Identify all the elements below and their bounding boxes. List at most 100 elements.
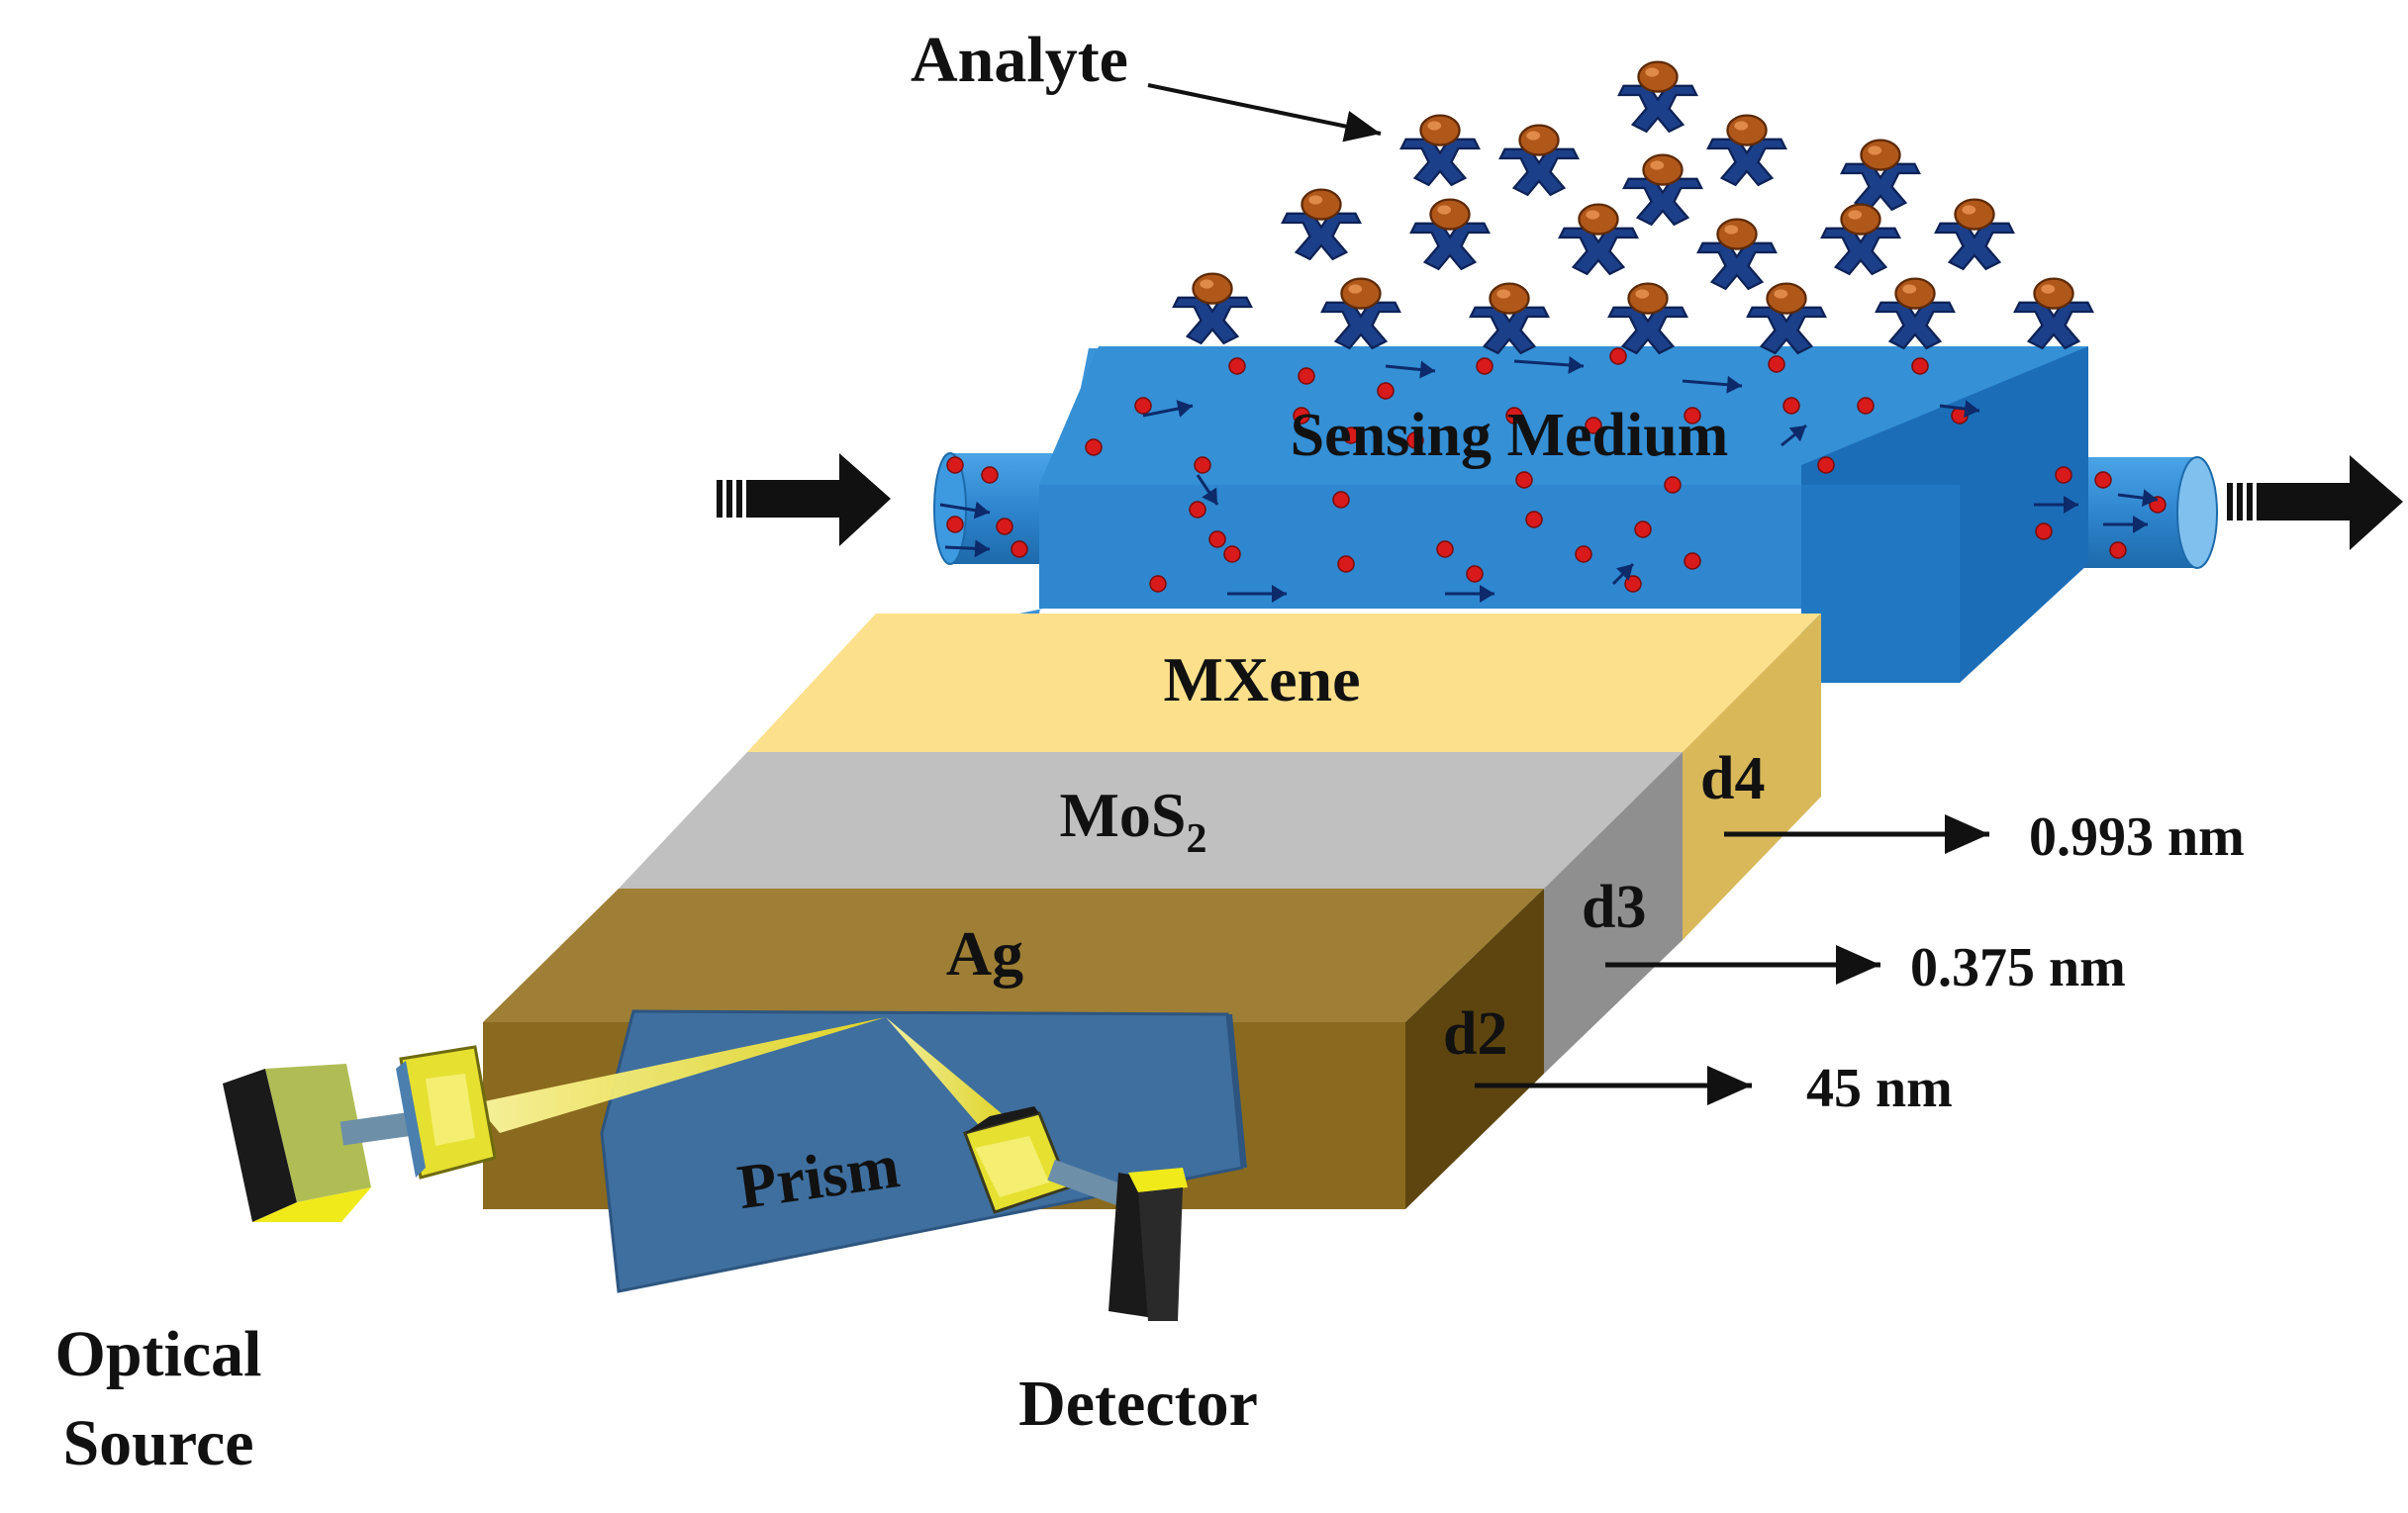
- mxene-layer: MXene: [747, 614, 1821, 940]
- particle: [1085, 438, 1103, 456]
- flow-arrow: [1385, 360, 1436, 379]
- analyte-pointer: [1147, 83, 1382, 142]
- particle: [1342, 426, 1360, 444]
- analyte-molecule: [1875, 277, 1956, 349]
- particle: [1634, 520, 1652, 538]
- particle: [1208, 530, 1226, 548]
- flow-arrow: [1142, 400, 1194, 418]
- particle: [1575, 545, 1592, 563]
- flow-arrow: [1196, 474, 1219, 506]
- analyte-molecule: [1706, 114, 1787, 186]
- particle: [996, 518, 1013, 535]
- particle: [1337, 555, 1355, 573]
- analyte-molecule: [1172, 272, 1253, 344]
- analyte-molecule: [1746, 282, 1827, 354]
- flow-arrow: [1611, 562, 1635, 586]
- particle: [1684, 552, 1701, 570]
- analyte-molecule: [1840, 139, 1921, 211]
- particle: [1476, 357, 1493, 375]
- d3-label: d3: [1582, 874, 1646, 941]
- d3-value: 0.375 nm: [1910, 937, 2126, 998]
- analyte-molecules: [1172, 60, 2094, 354]
- reflected-beam: [886, 1017, 1010, 1138]
- flow-arrow: [1682, 375, 1743, 394]
- analyte-molecule: [2013, 277, 2094, 349]
- particle: [946, 516, 964, 533]
- mos2-label: MoS2: [1060, 780, 1207, 862]
- particle: [1293, 407, 1310, 425]
- particle: [1768, 355, 1785, 373]
- flow-arrow: [939, 501, 991, 520]
- mxene-label: MXene: [1163, 644, 1360, 714]
- particle: [1664, 476, 1682, 494]
- particle: [1911, 357, 1929, 375]
- particle: [1684, 407, 1701, 425]
- particle: [1782, 397, 1800, 415]
- optical-source: [223, 1045, 497, 1222]
- incident-beam: [475, 1017, 886, 1133]
- flow-arrow: [1939, 400, 1980, 419]
- flow-arrow: [944, 539, 991, 558]
- particle: [1228, 357, 1246, 375]
- d4-value: 0.993 nm: [2029, 806, 2245, 868]
- particle: [946, 456, 964, 474]
- d2-value: 45 nm: [1806, 1058, 1953, 1119]
- particle: [2094, 471, 2112, 489]
- detector: [963, 1106, 1188, 1321]
- particle: [981, 466, 999, 484]
- flow-out-arrow: [2227, 455, 2403, 550]
- analyte-molecule: [1498, 124, 1580, 196]
- d2-label: d2: [1443, 1000, 1507, 1068]
- analyte-molecule: [1696, 218, 1778, 290]
- optical-source-label-line1: Optical: [55, 1318, 262, 1390]
- particle: [1624, 575, 1642, 593]
- analyte-molecule: [1622, 153, 1703, 226]
- particles-group: [946, 347, 2167, 593]
- particle: [1223, 545, 1241, 563]
- analyte-molecule: [1934, 198, 2015, 270]
- particle: [1406, 431, 1424, 449]
- optical-source-label-line2: Source: [62, 1407, 253, 1479]
- analyte-molecule: [1469, 282, 1550, 354]
- ag-label: Ag: [946, 918, 1023, 989]
- particle: [2055, 466, 2072, 484]
- analyte-molecule: [1617, 60, 1698, 133]
- analyte-molecule: [1409, 198, 1491, 270]
- analyte-molecule: [1558, 203, 1639, 275]
- particle: [1149, 575, 1167, 593]
- analyte-label: Analyte: [911, 24, 1128, 96]
- particle: [1857, 397, 1875, 415]
- particle: [1817, 456, 1835, 474]
- d4-label: d4: [1700, 745, 1765, 812]
- detector-label: Detector: [1018, 1368, 1258, 1440]
- flow-arrow: [1513, 355, 1585, 374]
- analyte-molecule: [1399, 114, 1481, 186]
- particle: [1134, 397, 1152, 415]
- particle: [1332, 491, 1350, 509]
- flow-arrow: [1781, 424, 1807, 447]
- particle: [1525, 511, 1543, 528]
- particle: [1377, 382, 1395, 400]
- particle: [1505, 407, 1523, 425]
- particle: [2109, 541, 2127, 559]
- particle: [1466, 565, 1484, 583]
- flow-arrows-group: [939, 355, 2159, 603]
- particle: [1011, 540, 1028, 558]
- particle: [1609, 347, 1627, 365]
- particle: [1194, 456, 1211, 474]
- particle: [1436, 540, 1454, 558]
- flow-arrow: [2117, 489, 2159, 508]
- particle: [2035, 522, 2053, 540]
- mos2-layer: MoS2: [619, 752, 1683, 1074]
- analyte-molecule: [1281, 188, 1362, 260]
- analyte-molecule: [1820, 203, 1901, 275]
- particle: [1189, 501, 1206, 519]
- sensing-medium-label: Sensing Medium: [1291, 402, 1729, 469]
- flow-in-arrow: [717, 453, 891, 546]
- particle: [1298, 367, 1315, 385]
- analyte-molecule: [1607, 282, 1688, 354]
- particle: [1585, 417, 1602, 434]
- prism: Prism: [600, 1009, 1247, 1293]
